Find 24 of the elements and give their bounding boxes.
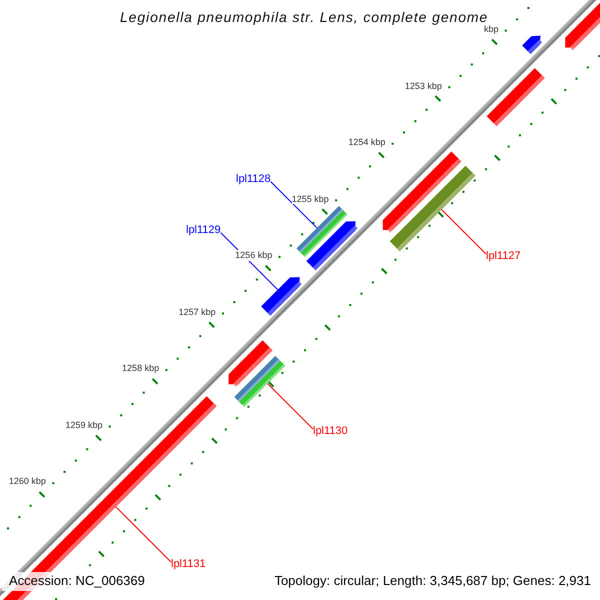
gene-label: lpl1128 bbox=[236, 173, 271, 186]
scale-label: 1258 kbp bbox=[122, 363, 160, 374]
gene-label: lpl1130 bbox=[313, 425, 348, 438]
gene-label: lpl1131 bbox=[171, 558, 206, 571]
scale-label: kbp bbox=[484, 24, 498, 34]
gene-feature bbox=[296, 206, 348, 257]
scale-label: 1253 kbp bbox=[404, 80, 442, 91]
scale-label: 1255 kbp bbox=[292, 194, 329, 204]
gene-feature bbox=[234, 356, 286, 407]
leader-line bbox=[441, 209, 486, 254]
gene-label: lpl1127 bbox=[486, 250, 521, 263]
gene-feature bbox=[261, 277, 302, 316]
scale-label: 1259 kbp bbox=[65, 420, 103, 430]
scale-label: 1256 kbp bbox=[235, 250, 272, 261]
leader-line bbox=[270, 181, 318, 228]
genome-summary: Topology: circular; Length: 3,345,687 bp; Genes: 2,931 bbox=[274, 574, 591, 589]
scale-label: 1260 kbp bbox=[8, 476, 46, 487]
leader-line bbox=[267, 383, 314, 430]
leader-line bbox=[115, 506, 172, 562]
title: Legionella pneumophila str. Lens, complete genome bbox=[120, 9, 488, 26]
scale-label: 1254 kbp bbox=[348, 137, 386, 148]
gene-feature bbox=[390, 166, 476, 252]
scale-label: 1257 kbp bbox=[178, 306, 216, 318]
gene-label: lpl1129 bbox=[186, 224, 221, 237]
